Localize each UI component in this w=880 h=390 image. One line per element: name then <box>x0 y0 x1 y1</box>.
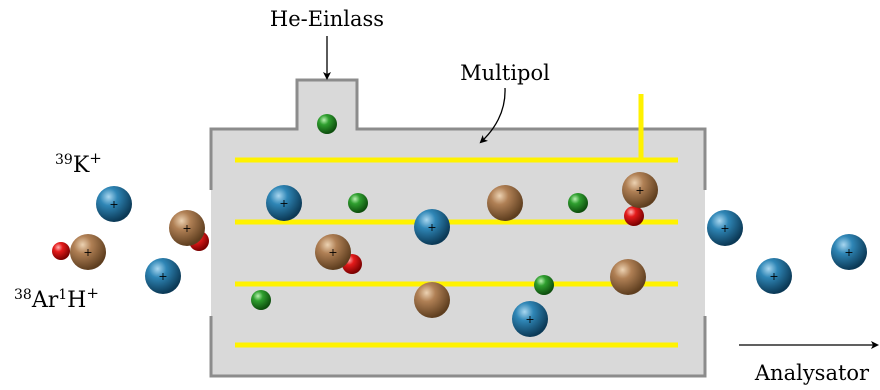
argon-hydride-ion: + <box>315 234 362 274</box>
helium-atom <box>568 193 588 213</box>
h-element-symbol: H <box>67 288 86 313</box>
potassium-ion: + <box>266 185 302 221</box>
svg-text:+: + <box>279 197 288 210</box>
multipole-arrow <box>479 87 506 144</box>
potassium-ion: + <box>831 234 867 270</box>
analyzer-label: Analysator <box>754 361 870 385</box>
svg-text:+: + <box>525 313 534 326</box>
multipole-rods <box>235 94 678 348</box>
collision-cell <box>209 78 707 378</box>
ar-mass-number: 38 <box>14 287 32 303</box>
argon-hydride-ion: + <box>52 234 106 270</box>
potassium-ion: + <box>756 258 792 294</box>
potassium-ion-label: 39K+ <box>55 149 102 178</box>
svg-text:+: + <box>328 246 337 259</box>
arh-charge: + <box>86 284 99 302</box>
svg-text:+: + <box>635 184 644 197</box>
potassium-ion: + <box>145 258 181 294</box>
k-charge: + <box>89 149 102 167</box>
helium-atom <box>317 114 337 134</box>
multipole-rod <box>235 157 678 163</box>
k-mass-number: 39 <box>55 152 73 168</box>
svg-text:+: + <box>427 221 436 234</box>
multipole-rod <box>235 281 678 287</box>
helium-atom <box>348 193 368 213</box>
potassium-ion: + <box>96 186 132 222</box>
chamber-outline-bottom <box>209 316 707 378</box>
argon-hydride-ion-label: 38Ar1H+ <box>14 284 99 313</box>
argon-hydride-ion: + <box>622 172 658 226</box>
multipole-label: Multipol <box>460 61 550 85</box>
helium-atom <box>534 275 554 295</box>
argon-hydride-ion: + <box>169 210 209 251</box>
argon-ion <box>414 282 450 318</box>
he-inlet-label: He-Einlass <box>270 7 384 31</box>
multipole-rod-connector <box>638 94 644 160</box>
k-element-symbol: K <box>73 153 90 178</box>
particles: + + + + + + <box>52 114 867 337</box>
svg-text:+: + <box>158 270 167 283</box>
argon-ion <box>487 185 523 221</box>
ar-element-symbol: Ar <box>31 288 59 313</box>
svg-text:+: + <box>769 270 778 283</box>
multipole-rod <box>235 219 678 225</box>
svg-text:+: + <box>109 198 118 211</box>
chamber-interior <box>211 80 705 376</box>
svg-text:+: + <box>83 246 92 259</box>
argon-ion <box>610 259 646 295</box>
svg-text:+: + <box>844 246 853 259</box>
svg-text:+: + <box>720 222 729 235</box>
potassium-ion: + <box>707 210 743 246</box>
potassium-ion: + <box>512 301 548 337</box>
h-mass-number: 1 <box>58 287 67 303</box>
multipole-rod <box>235 342 678 348</box>
svg-text:+: + <box>182 222 191 235</box>
helium-atom <box>251 290 271 310</box>
chamber-outline-top <box>209 78 707 190</box>
potassium-ion: + <box>414 209 450 245</box>
